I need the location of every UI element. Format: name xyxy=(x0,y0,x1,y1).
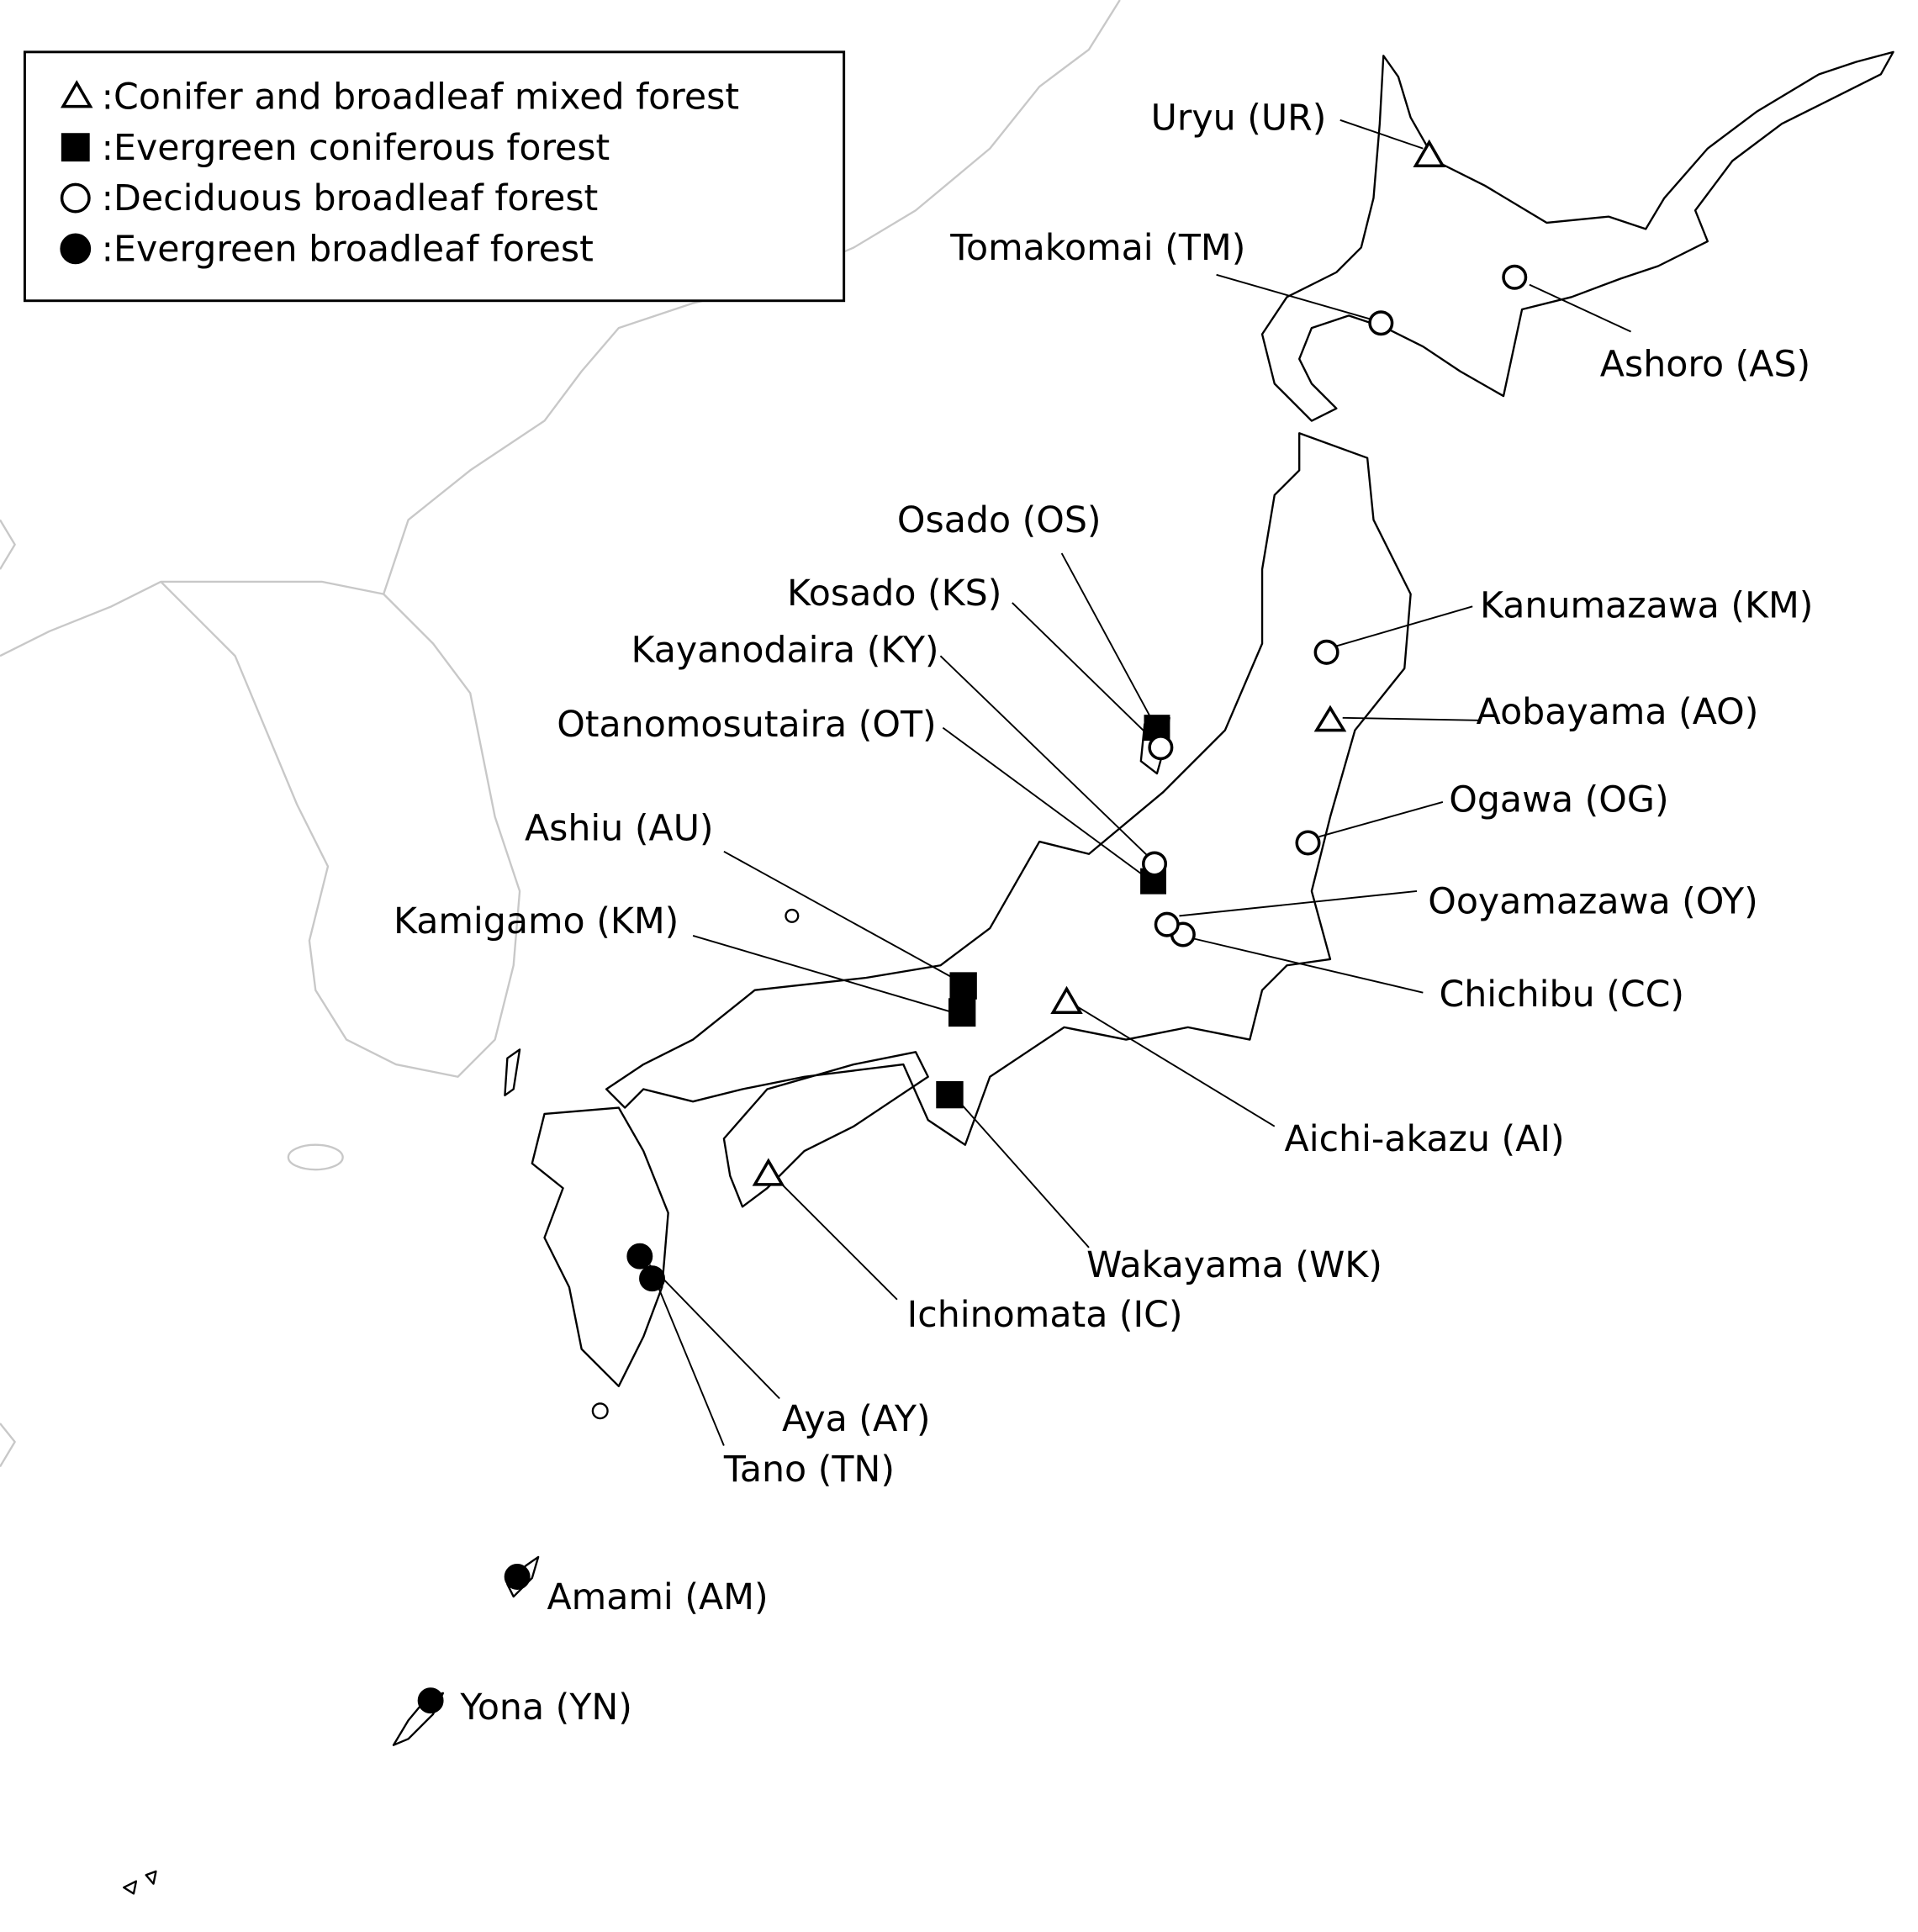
legend-square-icon xyxy=(61,133,90,162)
marker-tomakomai-circle-icon xyxy=(1368,310,1394,336)
label-tomakomai: Tomakomai (TM) xyxy=(949,227,1245,269)
legend-open-circle-icon xyxy=(60,182,91,214)
label-kanumazawa: Kanumazawa (KM) xyxy=(1480,585,1813,627)
marker-ichinomata-triangle-icon xyxy=(752,1158,785,1186)
legend-triangle-icon xyxy=(60,80,93,108)
marker-ooyamazawa-circle-icon xyxy=(1154,911,1180,937)
marker-ogawa-circle-icon xyxy=(1295,830,1321,856)
asia-coastline xyxy=(0,0,1121,1468)
label-uryu: Uryu (UR) xyxy=(1151,98,1327,140)
site-labels: Uryu (UR) Tomakomai (TM) Ashoro (AS) Osa… xyxy=(394,98,1813,1729)
label-osado: Osado (OS) xyxy=(897,499,1102,541)
marker-ashoro-circle-icon xyxy=(1502,264,1528,290)
label-chichibu: Chichibu (CC) xyxy=(1439,974,1684,1016)
label-ashiu: Ashiu (AU) xyxy=(525,808,714,850)
label-yona: Yona (YN) xyxy=(459,1687,632,1729)
legend-label-mixed: :Conifer and broadleaf mixed forest xyxy=(102,77,739,119)
marker-amami-circle-icon xyxy=(504,1564,531,1590)
label-ichinomata: Ichinomata (IC) xyxy=(907,1294,1183,1336)
marker-kamigamo-square-icon xyxy=(948,998,976,1027)
marker-kanumazawa-circle-icon xyxy=(1313,639,1339,665)
label-otanomosutaira: Otanomosutaira (OT) xyxy=(557,704,936,746)
marker-yona-circle-icon xyxy=(417,1687,444,1714)
kyushu xyxy=(531,1106,669,1387)
hokkaido xyxy=(1260,50,1894,422)
label-wakayama: Wakayama (WK) xyxy=(1086,1244,1382,1286)
marker-aichi-akazu-triangle-icon xyxy=(1050,985,1083,1014)
label-ooyamazawa: Ooyamazawa (OY) xyxy=(1428,880,1758,922)
legend: :Conifer and broadleaf mixed forest :Eve… xyxy=(23,50,846,303)
marker-aya-circle-icon xyxy=(626,1243,653,1270)
legend-label-evergreen-coniferous: :Evergreen coniferous forest xyxy=(102,127,610,169)
shikoku xyxy=(722,1051,929,1208)
label-aichi-akazu: Aichi-akazu (AI) xyxy=(1285,1118,1565,1160)
marker-wakayama-square-icon xyxy=(936,1080,964,1109)
label-aya: Aya (AY) xyxy=(782,1398,930,1440)
leader-lines xyxy=(648,119,1631,1446)
label-aobayama: Aobayama (AO) xyxy=(1477,691,1759,733)
marker-kayanodaira-circle-icon xyxy=(1142,851,1168,877)
label-ogawa: Ogawa (OG) xyxy=(1449,779,1668,821)
marker-kosado-circle-icon xyxy=(1148,735,1174,761)
legend-label-evergreen-broadleaf: :Evergreen broadleaf forest xyxy=(102,229,594,271)
label-amami: Amami (AM) xyxy=(547,1576,768,1618)
label-tano: Tano (TN) xyxy=(723,1449,895,1491)
marker-uryu-triangle-icon xyxy=(1413,139,1445,168)
label-kamigamo: Kamigamo (KM) xyxy=(394,900,679,942)
okinawa-island xyxy=(392,1692,445,1746)
marker-tano-circle-icon xyxy=(639,1265,665,1292)
legend-filled-circle-icon xyxy=(60,233,92,265)
label-kosado: Kosado (KS) xyxy=(787,573,1001,615)
site-markers xyxy=(417,139,1528,1714)
marker-aobayama-triangle-icon xyxy=(1313,705,1347,732)
label-ashoro: Ashoro (AS) xyxy=(1600,344,1810,386)
marker-ashiu-square-icon xyxy=(949,972,977,1000)
label-kayanodaira: Kayanodaira (KY) xyxy=(631,630,939,672)
legend-label-deciduous: :Deciduous broadleaf forest xyxy=(102,177,599,219)
